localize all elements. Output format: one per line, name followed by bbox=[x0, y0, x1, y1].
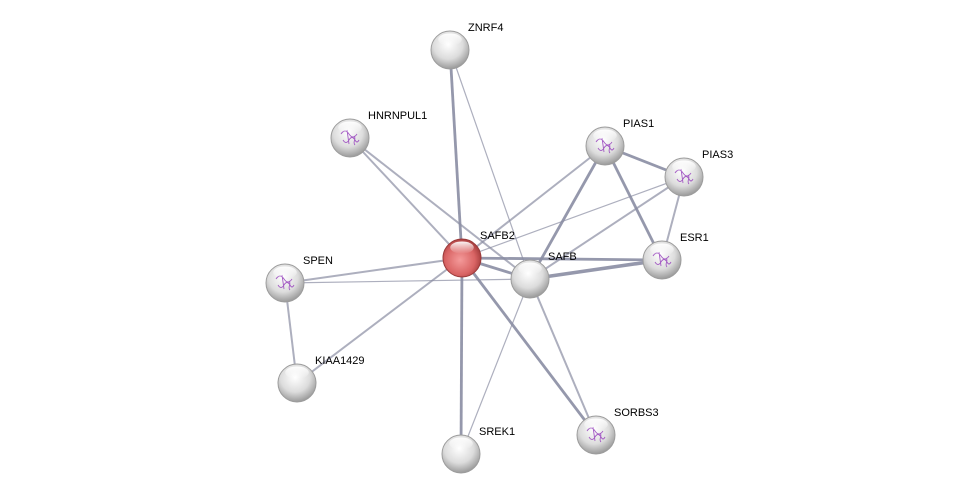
node-label: SAFB bbox=[548, 251, 577, 263]
node-highlight bbox=[438, 33, 462, 46]
node-znrf4[interactable]: ZNRF4 bbox=[430, 22, 503, 70]
edge-znrf4-safb2[interactable] bbox=[448, 49, 464, 259]
node-label: SREK1 bbox=[479, 426, 515, 438]
edge-hnrnpul1-safb[interactable] bbox=[349, 137, 531, 280]
node-label: ESR1 bbox=[680, 232, 709, 244]
node-label: ZNRF4 bbox=[468, 22, 503, 34]
edge-spen-safb[interactable] bbox=[284, 278, 531, 284]
protein-structure-icon bbox=[275, 274, 295, 291]
node-highlight bbox=[273, 266, 297, 279]
node-label: SPEN bbox=[303, 255, 333, 267]
edge-pias1-safb[interactable] bbox=[528, 145, 607, 280]
node-label: SORBS3 bbox=[614, 407, 659, 419]
node-label: PIAS1 bbox=[623, 118, 654, 130]
edge-safb2-sorbs3[interactable] bbox=[460, 257, 598, 436]
node-highlight bbox=[584, 418, 608, 431]
node-safb2[interactable]: SAFB2 bbox=[442, 230, 515, 278]
node-esr1[interactable]: ESR1 bbox=[642, 232, 709, 280]
node-label: PIAS3 bbox=[702, 149, 733, 161]
node-spen[interactable]: SPEN bbox=[265, 255, 333, 303]
edge-safb-esr1[interactable] bbox=[529, 258, 663, 281]
node-sorbs3[interactable]: SORBS3 bbox=[576, 407, 659, 455]
protein-structure-icon bbox=[595, 137, 615, 154]
node-kiaa1429[interactable]: KIAA1429 bbox=[277, 355, 365, 403]
edge-pias3-safb[interactable] bbox=[529, 176, 685, 280]
edge-hnrnpul1-safb2[interactable] bbox=[349, 137, 463, 259]
node-label: SAFB2 bbox=[480, 230, 515, 242]
node-pias1[interactable]: PIAS1 bbox=[585, 118, 654, 166]
edge-pias1-safb2[interactable] bbox=[461, 145, 606, 259]
node-highlight bbox=[285, 366, 309, 379]
edge-safb2-esr1[interactable] bbox=[461, 256, 663, 262]
node-label: HNRNPUL1 bbox=[368, 110, 427, 122]
protein-structure-icon bbox=[586, 426, 606, 443]
edge-pias1-esr1[interactable] bbox=[603, 145, 664, 261]
node-label: KIAA1429 bbox=[315, 355, 365, 367]
protein-structure-icon bbox=[652, 251, 672, 268]
node-highlight bbox=[518, 262, 542, 275]
node-srek1[interactable]: SREK1 bbox=[441, 426, 515, 474]
edge-znrf4-safb[interactable] bbox=[449, 49, 531, 280]
protein-structure-icon bbox=[674, 168, 694, 185]
edge-pias3-safb2[interactable] bbox=[461, 176, 685, 259]
node-highlight bbox=[672, 160, 696, 173]
node-highlight bbox=[650, 243, 674, 256]
edge-safb-srek1[interactable] bbox=[460, 278, 531, 455]
node-highlight bbox=[593, 129, 617, 142]
edge-safb2-srek1[interactable] bbox=[459, 257, 464, 455]
protein-structure-icon bbox=[340, 129, 360, 146]
node-safb[interactable]: SAFB bbox=[510, 251, 577, 299]
node-highlight bbox=[450, 241, 474, 254]
node-pias3[interactable]: PIAS3 bbox=[664, 149, 733, 197]
edge-safb2-kiaa1429[interactable] bbox=[296, 257, 463, 384]
node-hnrnpul1[interactable]: HNRNPUL1 bbox=[330, 110, 427, 158]
node-highlight bbox=[338, 121, 362, 134]
node-highlight bbox=[449, 437, 473, 450]
edge-safb2-spen[interactable] bbox=[284, 257, 463, 284]
edge-safb-sorbs3[interactable] bbox=[529, 278, 597, 436]
